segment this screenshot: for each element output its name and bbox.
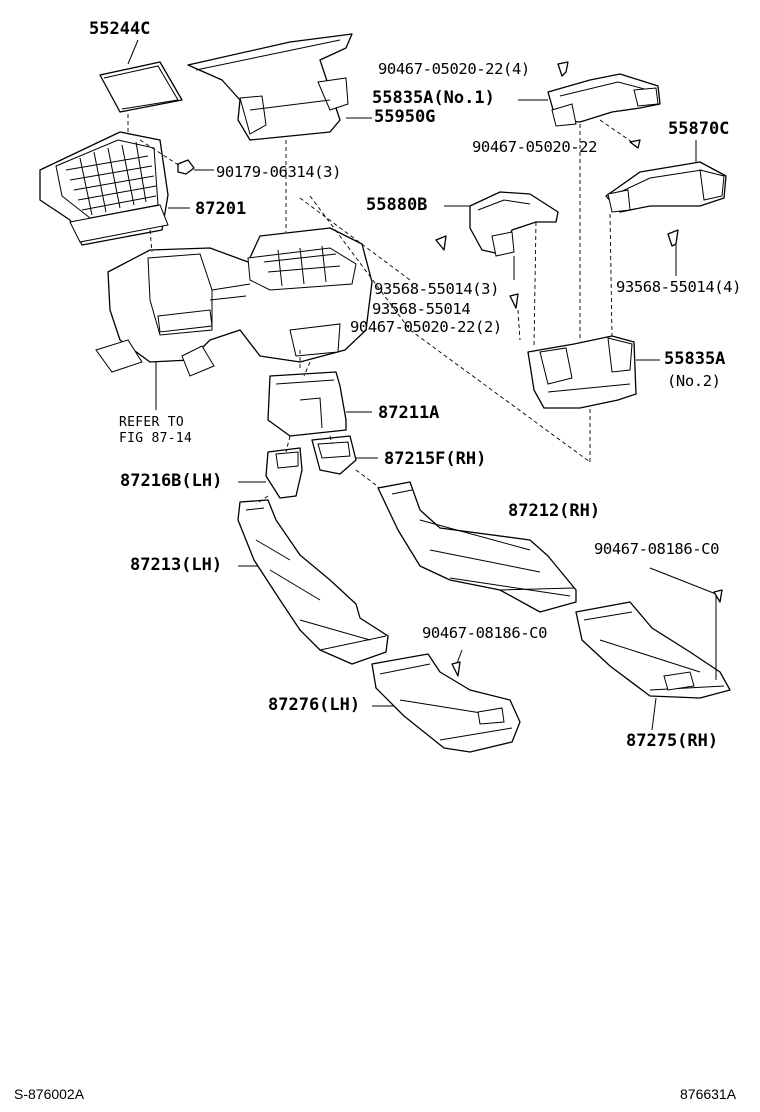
label-90467-05020-22-qty2: 90467-05020-22(2) — [350, 318, 502, 336]
label-87212-rh: 87212(RH) — [508, 501, 601, 521]
dashed-leaders — [127, 114, 723, 680]
part-55880B-drawing — [435, 191, 559, 309]
part-87216B-drawing — [238, 447, 303, 499]
label-55950G: 55950G — [374, 107, 436, 127]
part-55950G-drawing — [187, 33, 372, 141]
part-55244C-drawing — [99, 39, 183, 113]
label-55870C: 55870C — [668, 119, 730, 139]
label-90467-05020-22-qty4: 90467-05020-22(4) — [378, 60, 530, 78]
part-87215F-drawing — [311, 435, 378, 475]
footer-right-code: 876631A — [680, 1086, 737, 1102]
refer-note-line2: FIG 87-14 — [119, 431, 193, 446]
label-55835A-no2-sub: (No.2) — [667, 372, 721, 390]
heater-unit-drawing — [95, 227, 373, 410]
label-87216B-lh: 87216B(LH) — [120, 471, 223, 491]
label-93568-55014-qty4: 93568-55014(4) — [616, 278, 742, 296]
refer-note-line1: REFER TO — [119, 415, 185, 430]
label-87275-rh: 87275(RH) — [626, 731, 719, 751]
label-90467-08186-C0-right: 90467-08186-C0 — [594, 540, 720, 558]
part-87275-drawing — [575, 601, 731, 731]
label-87201: 87201 — [195, 199, 247, 219]
part-55835A-no1-drawing — [518, 73, 661, 127]
label-55880B: 55880B — [366, 195, 428, 215]
label-87276-lh: 87276(LH) — [268, 695, 361, 715]
label-87215F-rh: 87215F(RH) — [384, 449, 487, 469]
label-90467-05020-22: 90467-05020-22 — [472, 138, 598, 156]
part-87201-drawing — [39, 131, 190, 246]
label-55244C: 55244C — [89, 19, 151, 39]
label-90179-06314-qty3: 90179-06314(3) — [216, 163, 342, 181]
label-93568-55014: 93568-55014 — [372, 300, 471, 318]
label-55835A-no1: 55835A(No.1) — [372, 88, 495, 108]
label-55835A-no2: 55835A — [664, 349, 726, 369]
part-87276-drawing — [371, 653, 521, 753]
part-87211A-drawing — [267, 371, 372, 437]
part-87212-drawing — [377, 481, 577, 613]
label-87211A: 87211A — [378, 403, 440, 423]
label-93568-55014-qty3: 93568-55014(3) — [374, 280, 500, 298]
label-87213-lh: 87213(LH) — [130, 555, 223, 575]
label-90467-08186-C0-center: 90467-08186-C0 — [422, 624, 548, 642]
part-55870C-drawing — [605, 140, 727, 276]
part-55835A-no2-drawing — [527, 335, 660, 409]
screw-90467-top-drawing — [557, 61, 641, 149]
part-87213-drawing — [237, 499, 389, 665]
footer-left-code: S-876002A — [14, 1086, 85, 1102]
screw-90179-drawing — [177, 159, 214, 175]
